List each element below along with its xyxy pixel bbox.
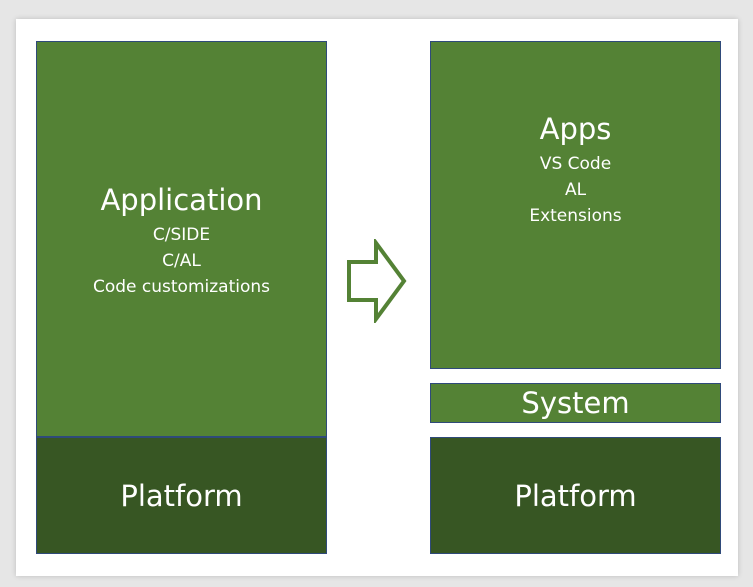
diagram-canvas: Application C/SIDE C/AL Code customizati… [16, 19, 738, 576]
application-line-cal: C/AL [162, 251, 201, 271]
apps-block: Apps VS Code AL Extensions [430, 41, 721, 369]
apps-content: Apps VS Code AL Extensions [529, 111, 621, 229]
application-content: Application C/SIDE C/AL Code customizati… [93, 182, 270, 300]
apps-line-extensions: Extensions [529, 206, 622, 226]
apps-line-al: AL [564, 180, 587, 200]
application-line-cside: C/SIDE [152, 225, 211, 245]
platform-left-label: Platform [120, 478, 243, 513]
platform-right-label: Platform [514, 478, 637, 513]
right-arrow-outline-icon [347, 239, 407, 323]
platform-block-right: Platform [430, 437, 721, 554]
apps-line-vscode: VS Code [539, 154, 612, 174]
system-block: System [430, 383, 721, 423]
application-block: Application C/SIDE C/AL Code customizati… [36, 41, 327, 437]
application-title: Application [100, 183, 263, 217]
apps-title: Apps [539, 112, 612, 146]
platform-block-left: Platform [36, 437, 327, 554]
system-label: System [521, 386, 630, 420]
application-line-customizations: Code customizations [92, 277, 270, 297]
